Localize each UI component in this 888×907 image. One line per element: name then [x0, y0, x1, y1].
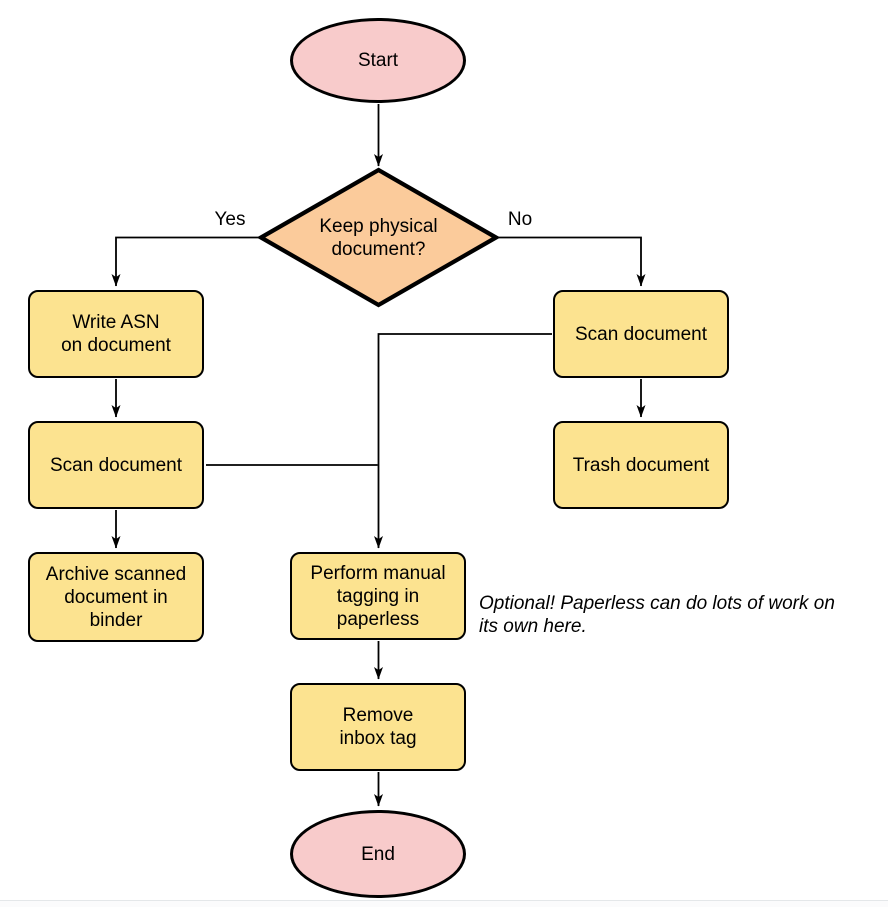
node-scan-document-left: Scan document — [28, 421, 204, 509]
node-label: Scan document — [49, 454, 183, 476]
node-label: Start — [357, 50, 399, 71]
node-label: End — [361, 843, 395, 865]
edge-label-yes: Yes — [214, 209, 246, 230]
node-archive-in-binder: Archive scanned document in binder — [28, 552, 204, 642]
node-remove-inbox-tag: Remove inbox tag — [290, 683, 466, 771]
node-label: Trash document — [572, 454, 710, 476]
bottom-divider — [0, 900, 888, 907]
node-label: Perform manual tagging in paperless — [310, 562, 446, 630]
node-label: Remove inbox tag — [339, 705, 417, 749]
node-label: Scan document — [574, 323, 708, 345]
edge-decision-yes-to-write-asn — [111, 236, 261, 287]
node-decision-keep-physical: Keep physical document? — [258, 167, 499, 308]
node-scan-document-right: Scan document — [553, 290, 729, 378]
node-start: Start — [290, 18, 466, 103]
annotation-note: Optional! Paperless can do lots of work … — [479, 593, 835, 637]
node-write-asn: Write ASN on document — [28, 290, 204, 378]
edge-scan-right-to-tagging — [374, 333, 552, 549]
node-label: Keep physical document? — [319, 215, 438, 260]
edge-decision-no-to-scan-right — [496, 236, 646, 287]
diamond-shape — [258, 167, 499, 308]
node-label: Archive scanned document in binder — [45, 563, 187, 631]
node-label: Write ASN on document — [61, 312, 171, 356]
node-trash-document: Trash document — [553, 421, 729, 509]
edge-label-no: No — [507, 209, 533, 230]
node-end: End — [290, 810, 466, 898]
node-manual-tagging: Perform manual tagging in paperless — [290, 552, 466, 640]
